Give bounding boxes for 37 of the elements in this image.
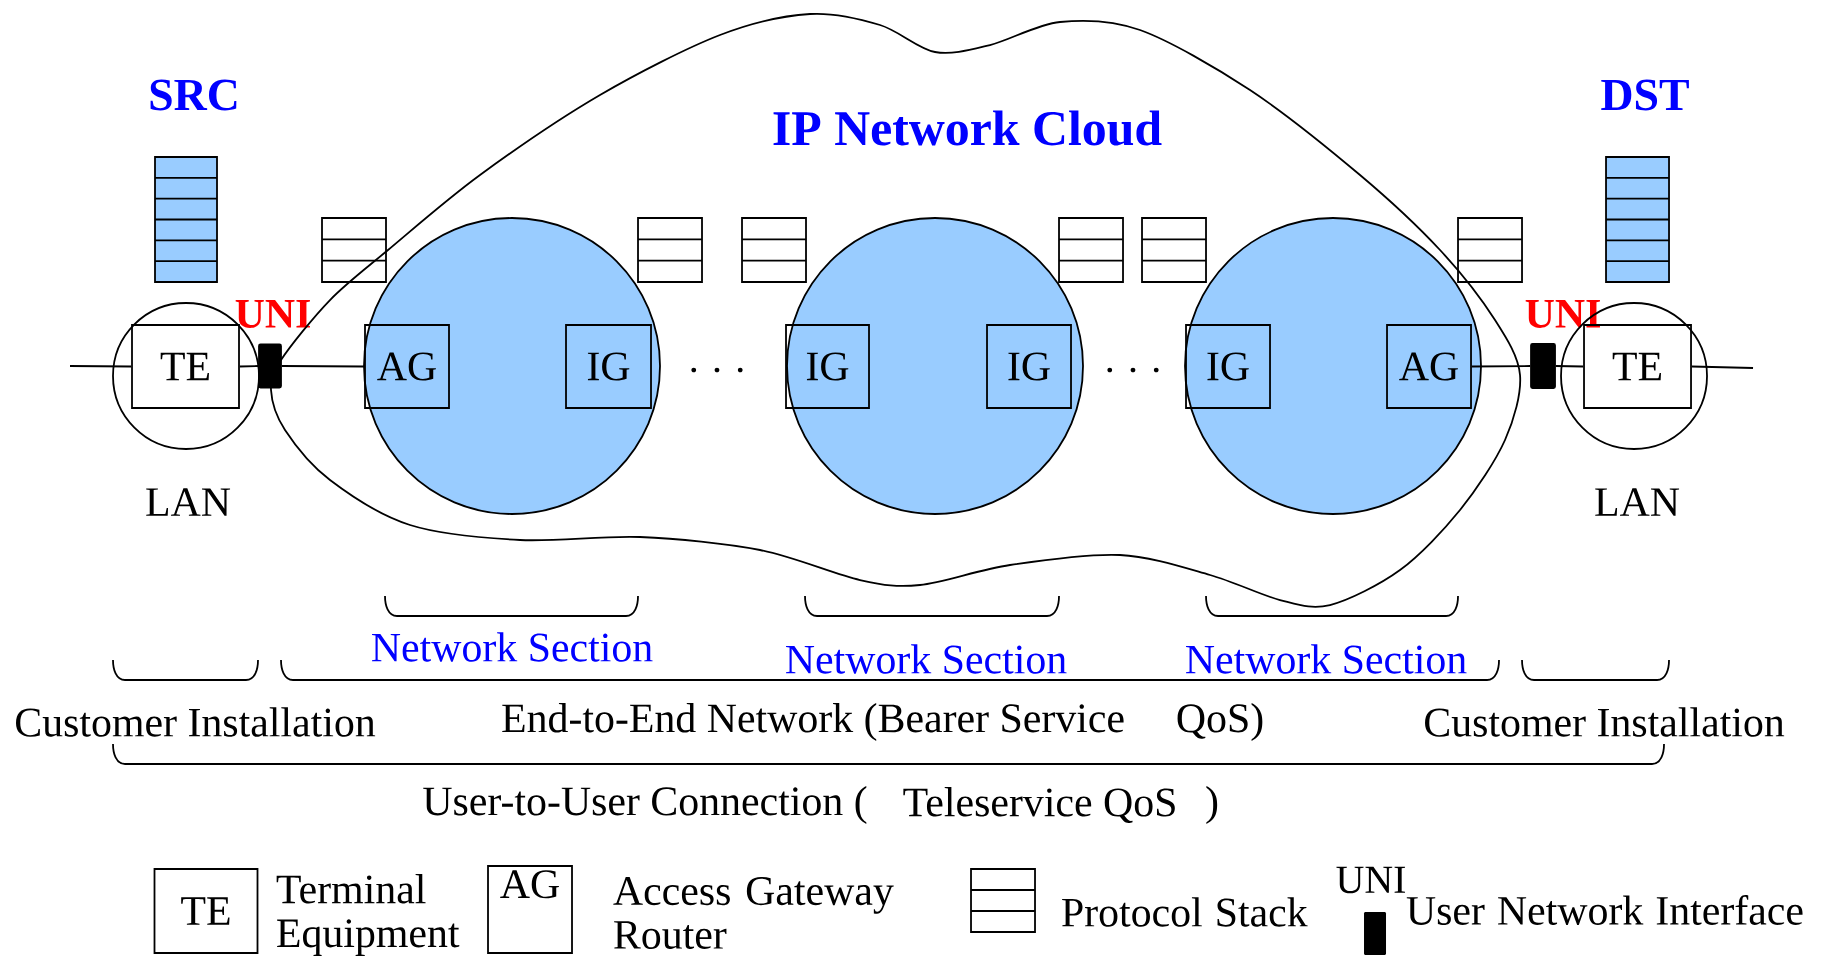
section-label: Network Section (372, 632, 653, 662)
section-label: Network Section (786, 644, 1067, 674)
legend-text: User Network Interface (1406, 895, 1803, 925)
connector-line (1471, 365, 1531, 368)
network-circle (363, 217, 661, 515)
span-label: Customer Installation (16, 707, 376, 737)
network-circle (1184, 217, 1482, 515)
device-box: TE (131, 324, 240, 409)
endpoint-label: DST (1601, 79, 1689, 111)
span-label: ) (1206, 786, 1218, 824)
connector-line (1691, 365, 1754, 369)
device-box: IG (785, 324, 870, 409)
span-label: User-to-User Connection ( (423, 786, 867, 824)
connector-line (281, 365, 365, 368)
section-label: Network Section (1186, 644, 1467, 674)
span-label: Teleservice QoS (903, 787, 1175, 823)
device-box: IG (565, 324, 652, 409)
device-box: AG (364, 324, 450, 409)
legend-text: Protocol Stack (1062, 897, 1308, 927)
device-box: IG (1185, 324, 1271, 409)
lan-label: LAN (1595, 488, 1680, 516)
span-label: End-to-End Network (Bearer Service (502, 703, 1124, 741)
connector-line (69, 365, 132, 368)
network-circle (786, 217, 1084, 515)
cloud-title: IP Network Cloud (773, 110, 1162, 146)
endpoint-label: SRC (150, 79, 237, 111)
connector-line (239, 365, 259, 368)
span-label: QoS) (1177, 703, 1263, 741)
ellipsis: . . . (691, 367, 743, 373)
device-box: IG (986, 324, 1072, 409)
connector-line (1555, 365, 1584, 368)
legend-text: Terminal Equipment (276, 874, 460, 956)
device-box: AG (1386, 324, 1472, 409)
ellipsis: . . . (1107, 367, 1159, 373)
legend-text: Access Gateway Router (613, 877, 894, 949)
span-label: Customer Installation (1425, 707, 1785, 737)
lan-label: LAN (146, 488, 231, 516)
